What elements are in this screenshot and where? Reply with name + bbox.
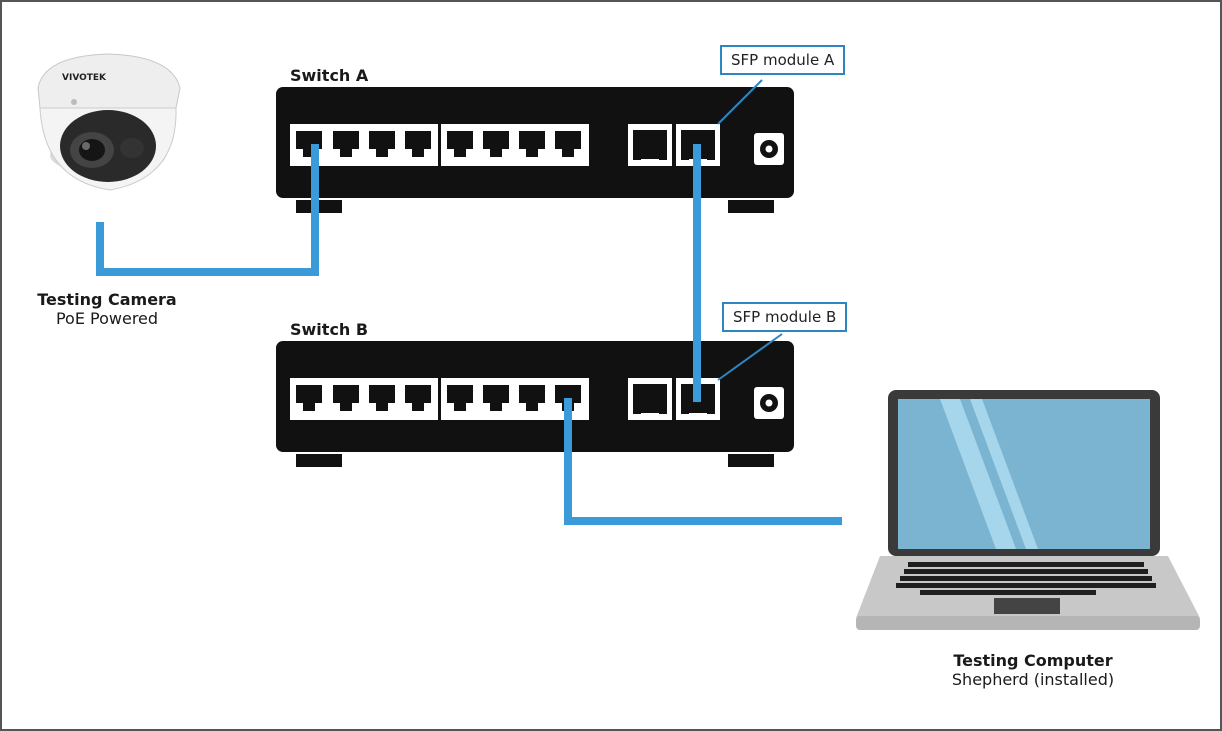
camera-caption: Testing Camera PoE Powered — [24, 290, 190, 328]
switch-a-title: Switch A — [290, 66, 369, 85]
computer-caption: Testing Computer Shepherd (installed) — [922, 651, 1144, 689]
switch-b — [276, 341, 794, 467]
cables — [96, 144, 842, 525]
laptop-icon — [856, 390, 1200, 630]
switch-b-title: Switch B — [290, 320, 369, 339]
cable-camera-to-switch-a — [96, 144, 319, 276]
sfp-module-b-callout: SFP module B — [722, 302, 848, 332]
dome-camera-icon: VIVOTEK — [37, 53, 181, 191]
cable-switch-b-to-computer — [564, 398, 842, 525]
computer-title: Testing Computer — [953, 651, 1113, 670]
camera-subtitle: PoE Powered — [55, 309, 159, 328]
switch-a — [276, 87, 794, 213]
camera-brand: VIVOTEK — [62, 73, 107, 83]
computer-subtitle: Shepherd (installed) — [951, 670, 1115, 689]
callout-line-sfp-b — [717, 333, 783, 381]
camera-title: Testing Camera — [37, 290, 177, 309]
sfp-module-a-callout: SFP module A — [720, 45, 846, 75]
callout-line-sfp-a — [717, 79, 763, 125]
